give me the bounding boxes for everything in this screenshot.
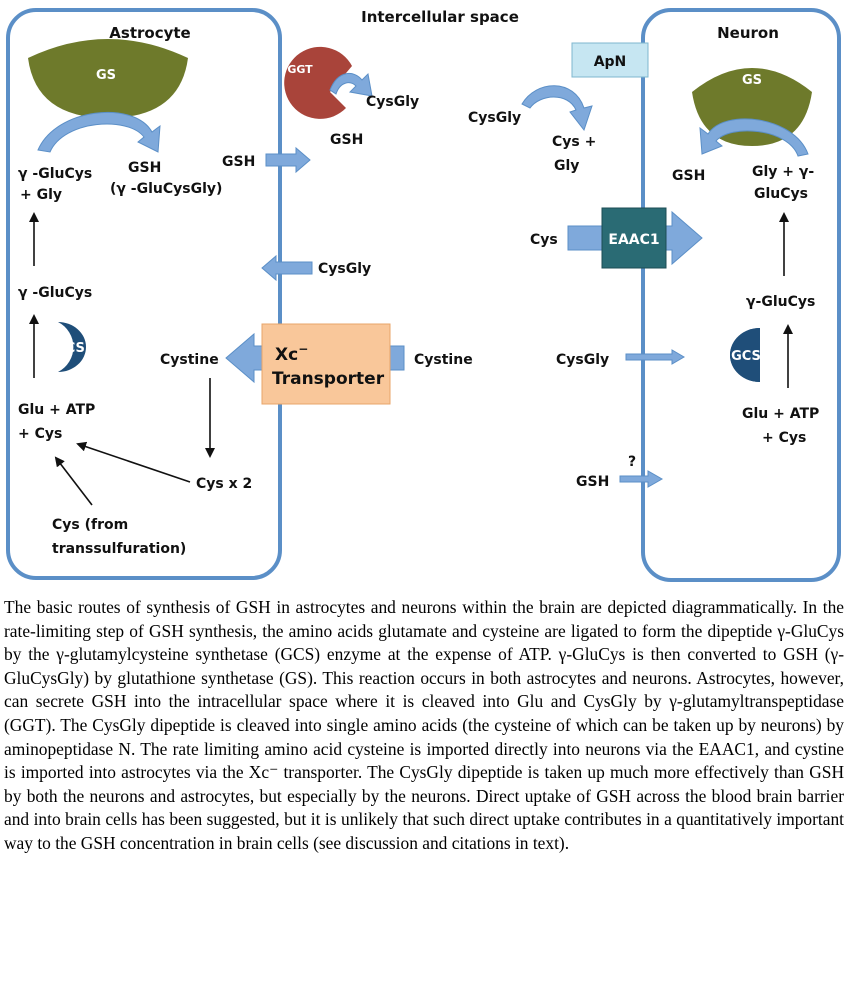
astrocyte-arrow-cys-to-glu (76, 441, 191, 483)
apn-cys-gly-line1: Cys + (552, 134, 596, 150)
ext-gsh-neuron-label: GSH (576, 474, 609, 490)
neuron-membrane (641, 8, 841, 582)
astrocyte-cys-x2-label: Cys x 2 (196, 476, 252, 492)
apn-curved-arrow (521, 85, 593, 132)
intercellular-space-title: Intercellular space (361, 8, 519, 26)
apn-box (571, 42, 649, 78)
ggt-cysgly-label: CysGly (366, 94, 419, 110)
neuron-gs-label: GS (742, 73, 762, 88)
astrocyte-cysgly-ext-label: CysGly (318, 261, 371, 277)
neuron-gcs-label: GCS (731, 349, 761, 364)
astrocyte-membrane (6, 8, 282, 580)
astrocyte-gsh-line2: (γ -GluCysGly) (110, 181, 222, 197)
astrocyte-gs-label: GS (96, 68, 116, 83)
gsh-uptake-question-mark: ? (628, 454, 636, 470)
astrocyte-cys-trans-line1: Cys (from (52, 517, 128, 533)
neuron-gly-gglucys-line2: GluCys (754, 186, 808, 202)
neuron-glu-atp-line2: + Cys (762, 430, 806, 446)
astrocyte-cys-trans-line2: transsulfuration) (52, 541, 186, 557)
ggt-gsh-label: GSH (330, 132, 363, 148)
ggt-enzyme (284, 46, 352, 119)
eaac1-label: EAAC1 (608, 232, 659, 248)
astrocyte-gcs-label: GCS (55, 341, 85, 356)
astrocyte-gglucys-gly-line1: γ -GluCys (18, 166, 92, 182)
astrocyte-gsh-out-label: GSH (222, 154, 255, 170)
astrocyte-gs-enzyme (28, 39, 188, 118)
neuron-gglucys-label: γ-GluCys (746, 294, 815, 310)
ggt-label: GGT (287, 63, 313, 76)
cysgly-uptake-arrow (261, 254, 313, 282)
neuron-title: Neuron (717, 24, 779, 42)
neuron-gcs-enzyme-body (730, 328, 760, 382)
xc-transporter-line1: Xc− (275, 342, 308, 365)
astrocyte-glu-atp-line1: Glu + ATP (18, 402, 95, 418)
astrocyte-title: Astrocyte (109, 24, 190, 42)
astrocyte-cystine-label: Cystine (160, 352, 219, 368)
figure-caption: The basic routes of synthesis of GSH in … (4, 597, 844, 853)
gsh-efflux-arrow (265, 146, 311, 174)
ext-cysgly-neuron-label: CysGly (556, 352, 609, 368)
astrocyte-gsh-line1: GSH (128, 160, 161, 176)
astrocyte-glu-atp-line2: + Cys (18, 426, 62, 442)
apn-label: ApN (594, 54, 627, 70)
ggt-curved-arrow (329, 72, 373, 97)
astrocyte-gs-curved-arrow (37, 111, 161, 153)
astrocyte-gglucys-label: γ -GluCys (18, 285, 92, 301)
astrocyte-gcs-enzyme (58, 322, 86, 372)
neuron-gly-gglucys-line1: Gly + γ- (752, 164, 814, 180)
astrocyte-gglucys-gly-line2: + Gly (20, 187, 62, 203)
neuron-glu-atp-line1: Glu + ATP (742, 406, 819, 422)
ext-cys-label: Cys (530, 232, 558, 248)
gsh-neuron-uptake-arrow (619, 470, 664, 488)
apn-cys-gly-line2: Gly (554, 158, 579, 174)
eaac1-box (601, 207, 667, 269)
apn-cysgly-label: CysGly (468, 110, 521, 126)
neuron-gs-curved-arrow (699, 118, 809, 157)
xc-transporter-box (261, 323, 391, 405)
astrocyte-arrow-transsulfuration (54, 456, 93, 506)
neuron-gsh-label: GSH (672, 168, 705, 184)
xc-transporter-line2: Transporter (272, 369, 385, 389)
cysgly-neuron-uptake-arrow (625, 349, 685, 365)
ext-cystine-label: Cystine (414, 352, 473, 368)
gsh-pathway-diagram: Intercellular space Astrocyte Neuron GS … (6, 8, 841, 582)
